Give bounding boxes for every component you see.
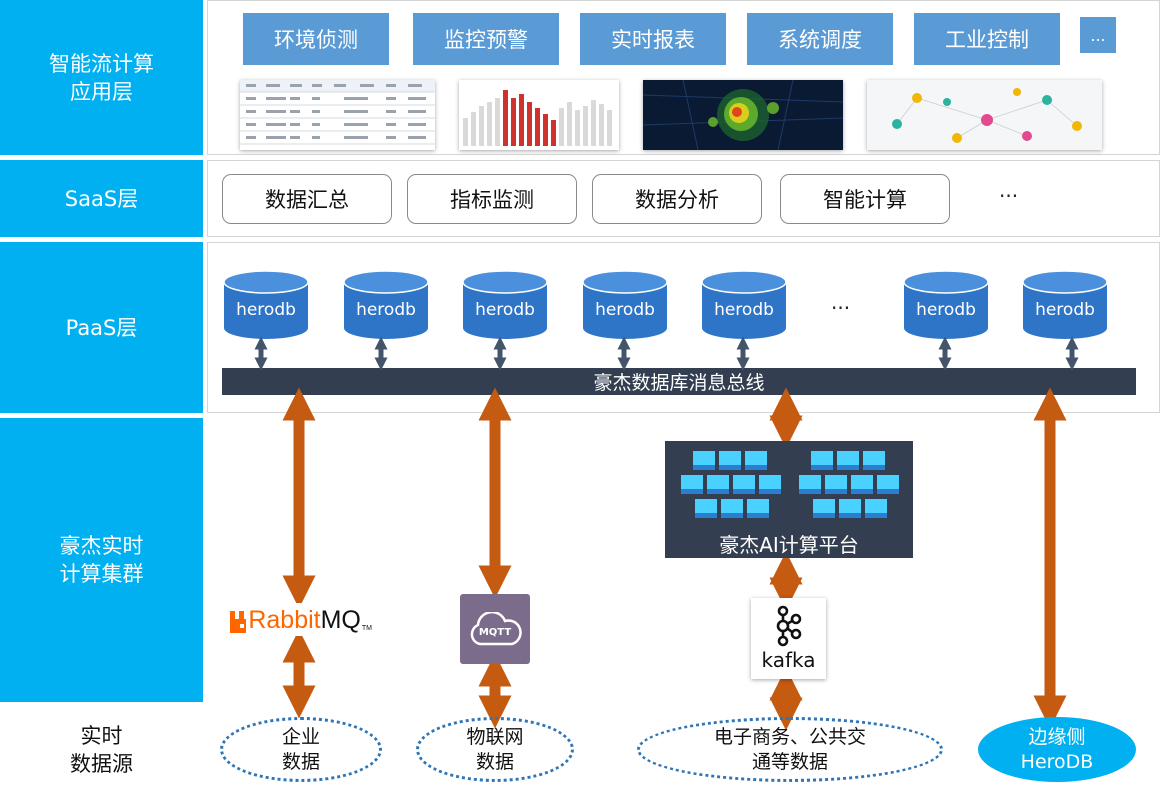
saas-data-summary-button: 数据汇总 (222, 174, 392, 224)
herodb-cylinder: herodb (343, 270, 429, 340)
paas-layer-label: PaaS层 (0, 242, 203, 413)
saas-more-ellipsis: ··· (999, 184, 1019, 208)
herodb-cylinder: herodb (701, 270, 787, 340)
app-industrial-control-button: 工业控制 (914, 13, 1060, 65)
source-enterprise-data: 企业 数据 (220, 717, 382, 782)
app-env-detect-button: 环境侦测 (243, 13, 389, 65)
app-realtime-report-button: 实时报表 (580, 13, 726, 65)
herodb-cylinder: herodb (223, 270, 309, 340)
table-thumbnail-graphic (240, 80, 435, 145)
herodb-label: herodb (595, 300, 655, 320)
herodb-label: herodb (236, 300, 296, 320)
app-system-schedule-button: 系统调度 (747, 13, 893, 65)
herodb-label: herodb (475, 300, 535, 320)
db-more-ellipsis: ··· (831, 296, 851, 320)
heatmap-thumbnail (643, 80, 843, 150)
kafka-label: kafka (761, 648, 816, 672)
herodb-cylinder: herodb (462, 270, 548, 340)
database-icon (903, 270, 989, 339)
app-monitor-alert-button: 监控预警 (413, 13, 559, 65)
rabbitmq-mq-word: MQ (320, 606, 361, 634)
herodb-label: herodb (1035, 300, 1095, 320)
rabbitmq-tm: TM (361, 625, 372, 632)
kafka-logo: kafka (751, 598, 826, 679)
message-bus: 豪杰数据库消息总线 (222, 368, 1136, 395)
mqtt-label: MQTT (478, 626, 512, 638)
bar-chart-thumbnail (459, 80, 619, 150)
source-layer-label: 实时 数据源 (70, 724, 133, 776)
herodb-cylinder: herodb (582, 270, 668, 340)
heatmap-thumbnail-graphic (643, 80, 843, 150)
database-icon (701, 270, 787, 339)
server-cluster-icon (681, 451, 899, 518)
source-ecommerce-transit-data: 电子商务、公共交 通等数据 (637, 717, 943, 782)
cloud-icon (470, 612, 522, 646)
kafka-icon (776, 605, 802, 647)
app-layer-label: 智能流计算 应用层 (0, 0, 203, 155)
bar-chart-thumbnail-graphic (463, 90, 612, 146)
saas-indicator-monitor-button: 指标监测 (407, 174, 577, 224)
rabbitmq-word: Rabbit (248, 606, 321, 634)
ai-platform-label: 豪杰AI计算平台 (719, 533, 859, 557)
saas-smart-compute-button: 智能计算 (780, 174, 950, 224)
mqtt-logo: MQTT (460, 594, 530, 664)
database-icon (582, 270, 668, 339)
herodb-cylinder: herodb (903, 270, 989, 340)
saas-layer-label: SaaS层 (0, 160, 203, 237)
database-icon (223, 270, 309, 339)
database-icon (1022, 270, 1108, 339)
network-map-thumbnail-graphic (892, 88, 1082, 143)
saas-data-analysis-button: 数据分析 (592, 174, 762, 224)
network-map-thumbnail (867, 80, 1102, 150)
herodb-cylinder: herodb (1022, 270, 1108, 340)
rabbitmq-icon (230, 611, 247, 633)
database-icon (462, 270, 548, 339)
app-more-button: ... (1080, 17, 1116, 53)
herodb-label: herodb (916, 300, 976, 320)
ai-platform-box: 豪杰AI计算平台 (665, 441, 913, 558)
source-edge-herodb: 边缘侧 HeroDB (978, 717, 1136, 782)
table-thumbnail (240, 80, 435, 150)
herodb-label: herodb (356, 300, 416, 320)
database-icon (343, 270, 429, 339)
source-iot-data: 物联网 数据 (416, 717, 574, 782)
herodb-label: herodb (714, 300, 774, 320)
cluster-layer-label: 豪杰实时 计算集群 (0, 418, 203, 702)
